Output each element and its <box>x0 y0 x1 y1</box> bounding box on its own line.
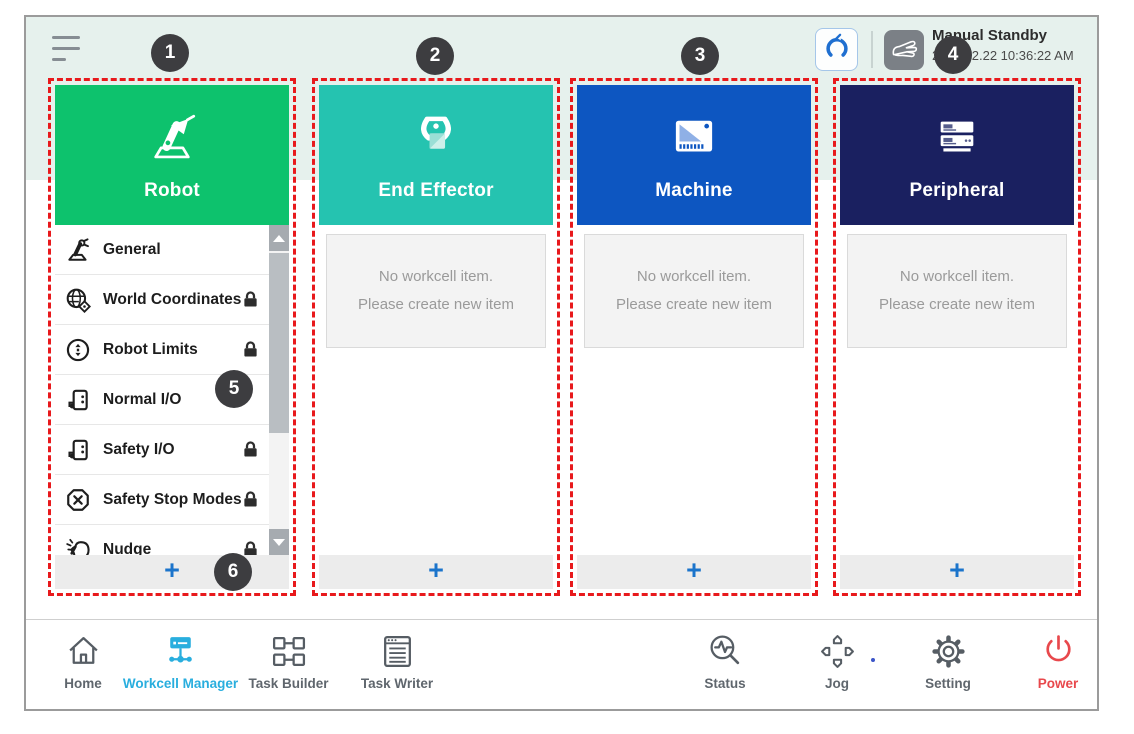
callout-badge-3: 3 <box>681 37 719 75</box>
workcell-column-end-effector: End Effector No workcell item. Please cr… <box>312 78 560 596</box>
menu-button[interactable] <box>52 36 82 64</box>
plus-icon: + <box>428 555 444 585</box>
workcell-column-machine: Machine No workcell item. Please create … <box>570 78 818 596</box>
triangle-down-icon <box>273 538 285 546</box>
lock-icon <box>240 339 261 360</box>
callout-badge-4: 4 <box>934 36 972 74</box>
workcell-column-peripheral: Peripheral No workcell item. Please crea… <box>833 78 1081 596</box>
workcell-manager-icon <box>162 633 199 670</box>
add-peripheral-item-button[interactable]: + <box>840 555 1074 589</box>
lock-icon <box>240 539 261 555</box>
robot-menu-list: General World Coordinates <box>55 225 289 555</box>
nav-task-builder[interactable]: Task Builder <box>241 633 336 691</box>
menu-item-world-coordinates[interactable]: World Coordinates <box>55 275 289 325</box>
triangle-up-icon <box>273 234 285 242</box>
machine-list: No workcell item. Please create new item <box>577 225 811 555</box>
peripheral-list: No workcell item. Please create new item <box>840 225 1074 555</box>
nav-workcell-manager[interactable]: Workcell Manager <box>118 633 243 691</box>
nav-jog[interactable]: Jog <box>807 633 867 691</box>
add-end-effector-item-button[interactable]: + <box>319 555 553 589</box>
hamburger-menu-icon <box>52 36 80 39</box>
peripheral-icon <box>928 108 986 166</box>
robot-limits-icon <box>65 337 91 363</box>
bottom-navigation: Home Workcell Manager <box>26 619 1097 709</box>
setting-icon <box>930 633 967 670</box>
end-effector-header-tile[interactable]: End Effector <box>319 85 553 225</box>
lock-icon <box>240 439 261 460</box>
divider <box>871 31 873 68</box>
lock-icon <box>240 489 261 510</box>
robot-header-tile[interactable]: Robot <box>55 85 289 225</box>
callout-badge-2: 2 <box>416 37 454 75</box>
column-title: Machine <box>655 180 733 201</box>
task-builder-icon <box>270 633 307 670</box>
callout-badge-6: 6 <box>214 553 252 591</box>
nudge-icon <box>65 537 91 555</box>
menu-item-robot-limits[interactable]: Robot Limits <box>55 325 289 375</box>
world-coordinates-icon <box>65 287 92 313</box>
menu-item-safety-io[interactable]: Safety I/O <box>55 425 289 475</box>
scroll-up-button[interactable] <box>269 225 289 251</box>
gripper-tool-icon <box>820 31 854 68</box>
column-title: End Effector <box>378 180 494 201</box>
scrollbar-thumb[interactable] <box>269 253 289 433</box>
end-effector-list: No workcell item. Please create new item <box>319 225 553 555</box>
home-icon <box>65 633 102 670</box>
nav-home[interactable]: Home <box>48 633 118 691</box>
add-robot-item-button[interactable]: + <box>55 555 289 589</box>
power-icon <box>1040 633 1077 670</box>
nav-task-writer[interactable]: Task Writer <box>351 633 443 691</box>
machine-icon <box>665 108 723 166</box>
empty-state: No workcell item. Please create new item <box>584 234 804 348</box>
stop-modes-icon <box>65 487 91 513</box>
column-title: Peripheral <box>909 180 1005 201</box>
callout-badge-1: 1 <box>151 34 189 72</box>
empty-state: No workcell item. Please create new item <box>326 234 546 348</box>
io-icon <box>65 387 91 413</box>
nav-setting[interactable]: Setting <box>917 633 979 691</box>
workcell-column-robot: Robot General <box>48 78 296 596</box>
menu-item-nudge[interactable]: Nudge <box>55 525 289 555</box>
plus-icon: + <box>686 555 702 585</box>
menu-item-safety-stop-modes[interactable]: Safety Stop Modes <box>55 475 289 525</box>
io-icon <box>65 437 91 463</box>
column-title: Robot <box>144 180 200 201</box>
robot-arm-icon <box>65 237 91 263</box>
empty-state: No workcell item. Please create new item <box>847 234 1067 348</box>
nav-power[interactable]: Power <box>1028 633 1088 691</box>
plus-icon: + <box>949 555 965 585</box>
callout-badge-5: 5 <box>215 370 253 408</box>
gripper-icon <box>407 108 465 166</box>
nav-status[interactable]: Status <box>695 633 755 691</box>
scrollbar[interactable] <box>269 225 289 555</box>
cursor-dot <box>871 658 875 662</box>
add-machine-item-button[interactable]: + <box>577 555 811 589</box>
manual-hand-icon <box>888 33 920 68</box>
menu-item-normal-io[interactable]: Normal I/O <box>55 375 289 425</box>
plus-icon: + <box>164 555 180 585</box>
peripheral-header-tile[interactable]: Peripheral <box>840 85 1074 225</box>
jog-icon <box>819 633 856 670</box>
scroll-down-button[interactable] <box>269 529 289 555</box>
tool-status-button[interactable] <box>815 28 858 71</box>
task-writer-icon <box>379 633 416 670</box>
app-window: Manual Standby 2022.02.22 10:36:22 AM Ro… <box>24 15 1099 711</box>
status-icon <box>707 633 744 670</box>
menu-item-general[interactable]: General <box>55 225 289 275</box>
lock-icon <box>240 289 261 310</box>
manual-mode-button[interactable] <box>884 30 924 70</box>
robot-arm-icon <box>143 108 201 166</box>
machine-header-tile[interactable]: Machine <box>577 85 811 225</box>
